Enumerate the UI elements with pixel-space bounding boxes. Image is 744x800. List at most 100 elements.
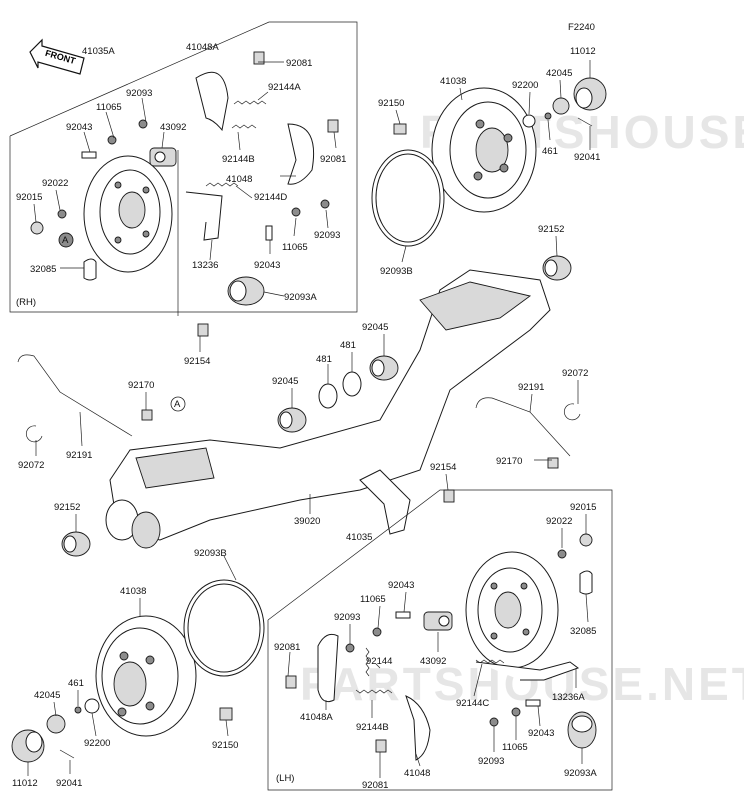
- rh-brake-shoe-41048-icon: [287, 123, 315, 185]
- label-92150-b: 92150: [212, 740, 238, 751]
- label-41035: 41035: [346, 532, 372, 543]
- bearing-92045-right-icon: [369, 355, 399, 381]
- rh-bearing-92152-icon: [542, 255, 572, 281]
- label-43092-a: 43092: [160, 122, 186, 133]
- right-breather-hose-icon: [475, 397, 571, 457]
- label-92093-c: 92093: [334, 612, 360, 623]
- label-461-b: 461: [68, 678, 84, 689]
- rh-backing-plate-icon: [83, 155, 173, 273]
- label-41048-b: 41048: [404, 768, 430, 779]
- rh-cotter-pin-icon: [577, 117, 593, 127]
- lh-bolt-92150-icon: [219, 707, 233, 721]
- label-92041-a: 92041: [574, 152, 600, 163]
- rh-lever-icon: [185, 191, 223, 241]
- label-92015-a: 92015: [16, 192, 42, 203]
- lh-clip-b-icon: [375, 739, 387, 753]
- lh-lock-washer-icon: [557, 549, 567, 559]
- rh-wheel-cylinder-icon: [149, 147, 177, 167]
- label-92043-c: 92043: [388, 580, 414, 591]
- bearing-92045-left-icon: [277, 407, 307, 433]
- lh-grommet-icon: [567, 711, 597, 749]
- lh-ring-461-icon: [74, 706, 82, 714]
- lh-pin-a-icon: [395, 611, 411, 619]
- label-92144D: 92144D: [254, 192, 287, 203]
- lh-clamp-icon: [579, 570, 593, 595]
- label-92022-b: 92022: [546, 516, 572, 527]
- label-11012-b: 11012: [12, 778, 38, 789]
- label-92154-a: 92154: [184, 356, 210, 367]
- lh-pin-b-icon: [525, 699, 541, 707]
- label-92081-c: 92081: [274, 642, 300, 653]
- rh-seal-ring-icon: [371, 149, 445, 247]
- label-11065-a: 11065: [96, 102, 122, 113]
- label-32085-a: 32085: [30, 264, 56, 275]
- lh-nut-42045-icon: [46, 714, 66, 734]
- rh-nut-42045-icon: [552, 97, 570, 115]
- front-arrow-icon: FRONT: [29, 38, 85, 75]
- label-481-b: 481: [316, 354, 332, 365]
- axle-housing-icon: [105, 269, 551, 549]
- label-92093B-a: 92093B: [380, 266, 413, 277]
- rh-group-frame: [9, 21, 358, 313]
- rh-nut-icon: [30, 221, 44, 235]
- label-92200-a: 92200: [512, 80, 538, 91]
- ring-481-a-icon: [318, 383, 338, 409]
- lh-group-frame: [267, 489, 613, 791]
- label-41048A-top: 41048A: [186, 42, 219, 53]
- lh-seal-ring-icon: [183, 579, 265, 677]
- label-32085-b: 32085: [570, 626, 596, 637]
- rh-ring-461-icon: [544, 112, 552, 120]
- rh-pin-icon-b: [265, 225, 273, 241]
- rh-cup-icon: [107, 135, 117, 145]
- lh-cup-a-icon: [372, 627, 382, 637]
- label-92191-b: 92191: [518, 382, 544, 393]
- label-481-a: 481: [340, 340, 356, 351]
- lh-cotter-pin-icon: [59, 749, 75, 759]
- label-92191-a: 92191: [66, 450, 92, 461]
- rh-cup-icon-b: [291, 207, 301, 217]
- lh-brake-shoe-41048A-icon: [317, 633, 339, 703]
- rh-hub-cap-icon: [573, 77, 607, 111]
- rh-grommet-icon: [227, 276, 265, 306]
- label-92093A-a: 92093A: [284, 292, 317, 303]
- ring-481-b-icon: [342, 371, 362, 397]
- left-clip-92072-icon: [25, 425, 43, 443]
- rh-clip-icon: [253, 51, 265, 65]
- rh-section-label: (RH): [16, 297, 36, 308]
- label-92072-a: 92072: [18, 460, 44, 471]
- label-92081-b: 92081: [320, 154, 346, 165]
- label-11065-c: 11065: [360, 594, 386, 605]
- lh-spring-92144-icon: [365, 647, 370, 677]
- rh-clip-icon-b: [327, 119, 339, 133]
- label-41035A: 41035A: [82, 46, 115, 57]
- label-92152-b: 92152: [54, 502, 80, 513]
- rh-spring-92144B-icon: [231, 124, 257, 129]
- rh-pin-icon: [81, 151, 97, 159]
- rh-brake-shoe-41048A-icon: [195, 71, 229, 132]
- lh-spring-92144B-icon: [355, 689, 393, 694]
- bearing-92152-left-icon: [61, 531, 91, 557]
- lh-wheel-cylinder-icon: [423, 611, 453, 631]
- lh-clip-a-icon: [285, 675, 297, 689]
- rh-callout-a: A: [62, 235, 69, 246]
- label-92144: 92144: [366, 656, 392, 667]
- bolt-92154-b-icon: [443, 489, 455, 503]
- left-breather-hose-icon: [17, 354, 133, 437]
- label-92144A: 92144A: [268, 82, 301, 93]
- label-92144B-b: 92144B: [356, 722, 389, 733]
- label-13236A: 13236A: [552, 692, 585, 703]
- label-92043-d: 92043: [528, 728, 554, 739]
- label-11012-a: 11012: [570, 46, 596, 57]
- rh-brake-drum-icon: [431, 87, 537, 213]
- rh-spring-92144A-icon: [233, 100, 267, 105]
- callout-a: A: [174, 399, 181, 410]
- label-92022-a: 92022: [42, 178, 68, 189]
- rh-callout-a-icon: [58, 232, 74, 248]
- label-92081-d: 92081: [362, 780, 388, 791]
- label-92081-a: 92081: [286, 58, 312, 69]
- lh-brake-drum-icon: [95, 615, 197, 737]
- label-92015-b: 92015: [570, 502, 596, 513]
- label-42045-a: 42045: [546, 68, 572, 79]
- left-clamp-92170-icon: [141, 409, 153, 421]
- label-42045-b: 42045: [34, 690, 60, 701]
